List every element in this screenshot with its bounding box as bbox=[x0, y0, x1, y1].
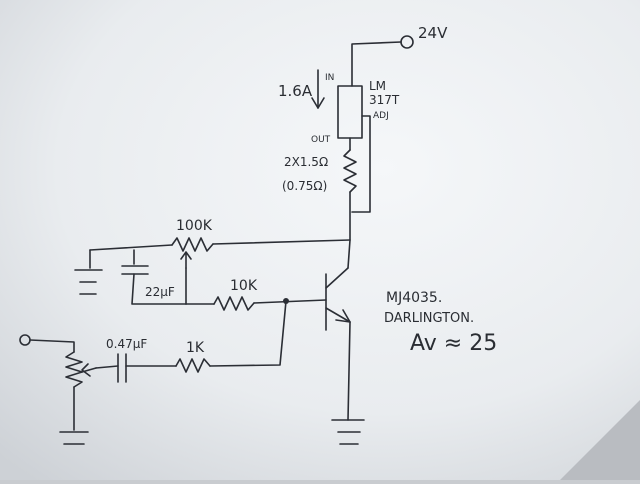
gain-label: Av ≈ 25 bbox=[410, 331, 497, 356]
desk-corner bbox=[560, 400, 640, 480]
cap-22uf-label: 22μF bbox=[145, 285, 175, 299]
input-pot-wiper bbox=[81, 363, 97, 377]
reg-name-label-2: 317T bbox=[369, 93, 400, 107]
reg-in-label: IN bbox=[325, 73, 334, 83]
shunt-resistor bbox=[343, 149, 357, 193]
res-10k-label: 10K bbox=[230, 278, 258, 294]
wire-input bbox=[29, 339, 75, 353]
cap-047uf-label: 0.47μF bbox=[106, 337, 147, 351]
ground-symbol-left bbox=[74, 269, 103, 295]
wire-adj bbox=[351, 115, 371, 213]
wire-top-bias bbox=[89, 244, 173, 251]
cap-22uf-plates bbox=[121, 265, 149, 275]
res-10k bbox=[213, 296, 255, 311]
input-potentiometer bbox=[65, 351, 83, 388]
current-arrow bbox=[311, 69, 325, 109]
supply-label: 24V bbox=[418, 24, 448, 42]
reg-out-label: OUT bbox=[311, 135, 331, 145]
reg-adj-label: ADJ bbox=[373, 111, 389, 121]
ground-symbol-input bbox=[59, 431, 89, 445]
wire-base bbox=[253, 299, 327, 304]
res-1k bbox=[175, 358, 211, 373]
ground-symbol-right bbox=[331, 419, 365, 445]
wire-pot-to-collector bbox=[212, 239, 351, 245]
wire-base-down bbox=[209, 300, 287, 367]
wire-cap22-bottom bbox=[131, 273, 187, 305]
reg-name-label-1: LM bbox=[369, 79, 386, 93]
shunt-label-2: (0.75Ω) bbox=[282, 179, 327, 193]
wire-supply bbox=[351, 41, 402, 87]
pot-100k bbox=[171, 237, 214, 252]
res-1k-label: 1K bbox=[186, 340, 205, 356]
transistor-label-2: DARLINGTON. bbox=[384, 311, 474, 326]
transistor-label-1: MJ4035. bbox=[386, 290, 442, 306]
transistor-mj4035 bbox=[325, 267, 351, 331]
wire-emitter bbox=[347, 321, 351, 421]
current-label: 1.6A bbox=[278, 82, 313, 100]
pot-wiper-arrow bbox=[180, 251, 192, 269]
shunt-label-1: 2X1.5Ω bbox=[284, 155, 328, 169]
cap-047uf-plates bbox=[117, 353, 127, 383]
pot-100k-label: 100K bbox=[176, 218, 213, 234]
wire-to-cap047 bbox=[95, 365, 119, 369]
